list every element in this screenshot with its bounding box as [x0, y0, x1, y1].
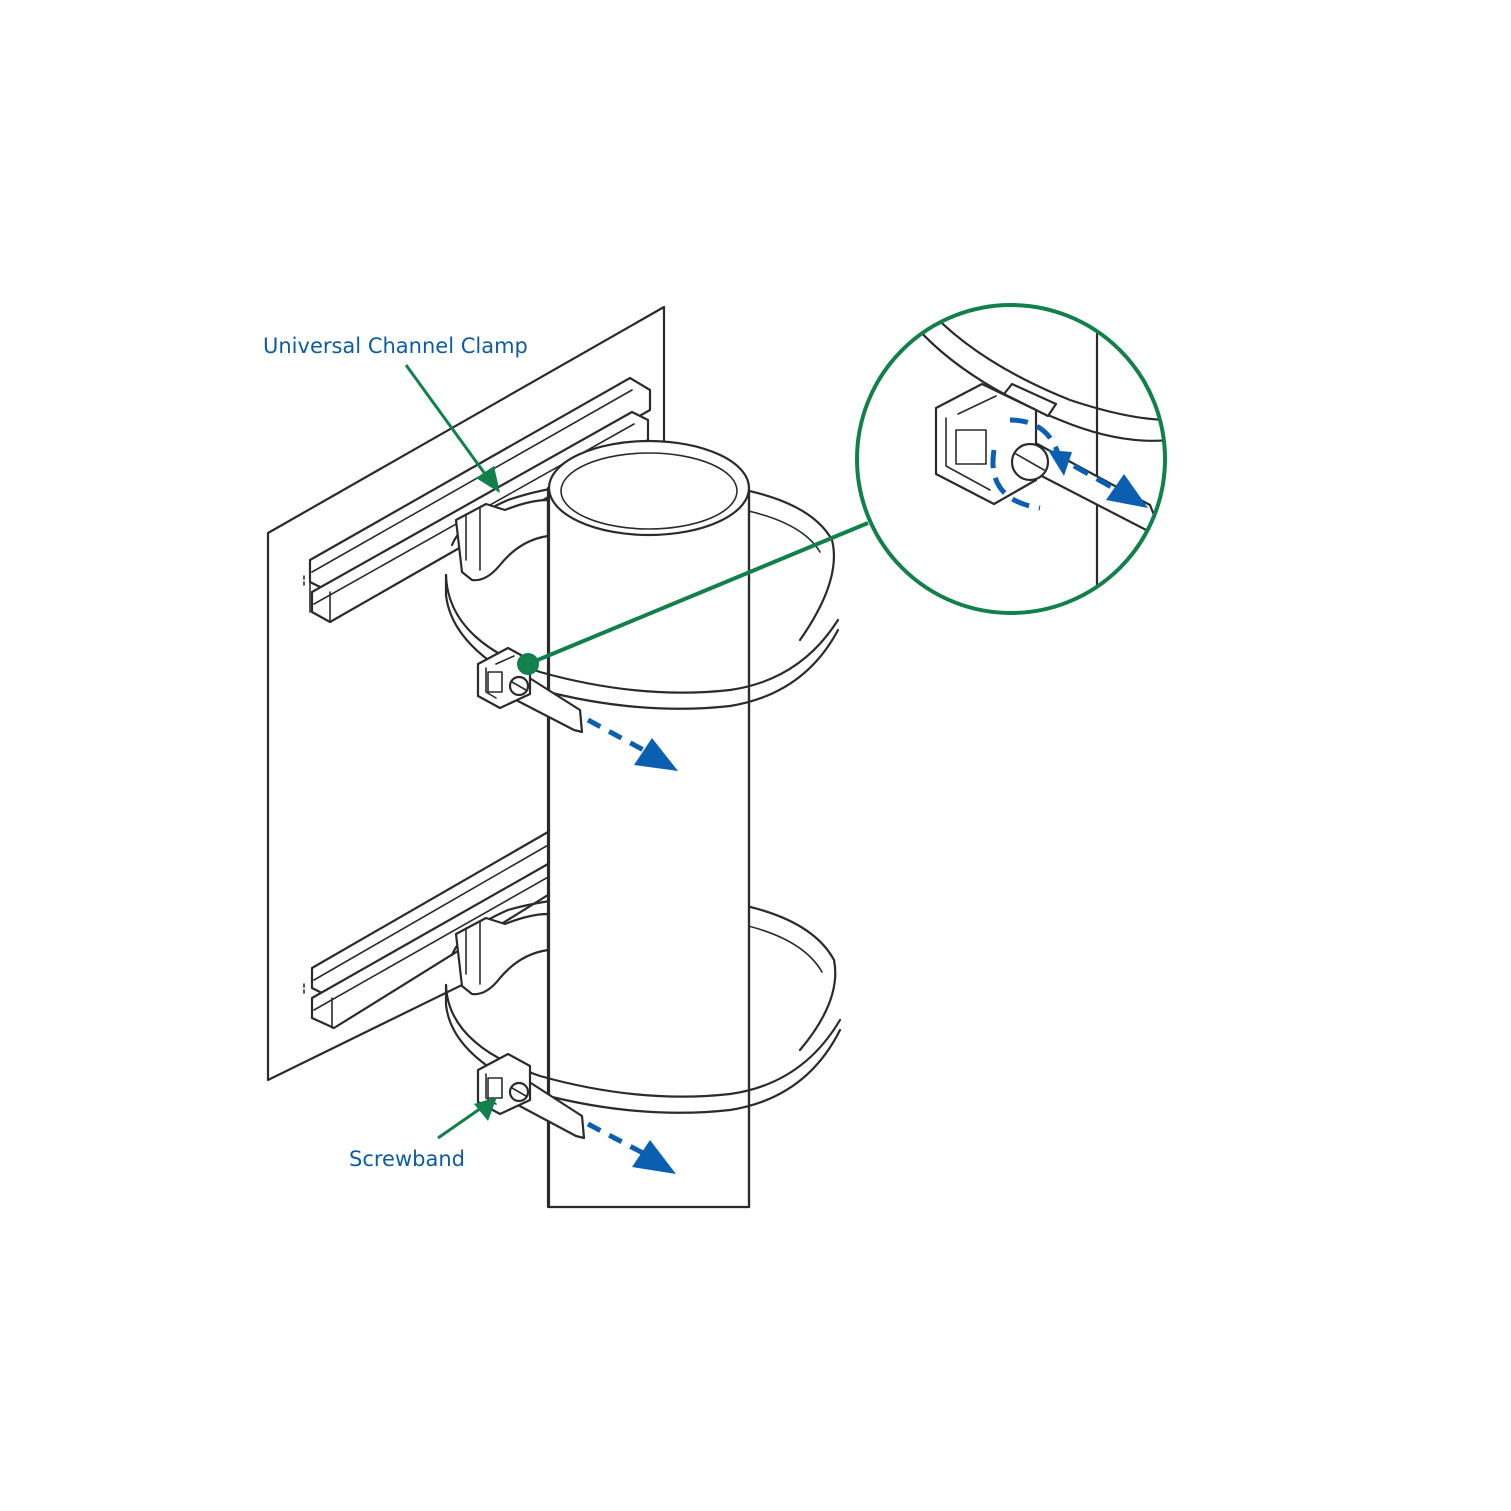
lower-band-front — [444, 983, 842, 1114]
callout-dot-icon — [517, 653, 539, 675]
zoom-circle — [855, 303, 1167, 615]
lower-channel-clamp — [454, 912, 550, 996]
upper-channel-clamp — [454, 498, 550, 582]
upper-tighten-arrow — [586, 717, 678, 771]
dashed-arrow-icon — [586, 1121, 662, 1165]
leader-arrowhead-icon — [476, 466, 500, 493]
upper-screwband — [476, 646, 584, 734]
zoom-callout-connector — [517, 521, 869, 675]
lower-tighten-arrow — [586, 1121, 676, 1174]
screwband-label: Screwband — [349, 1147, 465, 1171]
screwband-leader — [437, 1097, 497, 1140]
channel-clamp-label: Universal Channel Clamp — [263, 334, 528, 358]
pole — [546, 439, 751, 1209]
channel-clamp-leader — [404, 364, 500, 493]
zoom-detail — [857, 305, 1165, 613]
leader-arrowhead-icon — [474, 1097, 497, 1121]
dashed-arrow-icon — [1072, 463, 1126, 497]
upper-band-front — [444, 573, 840, 710]
